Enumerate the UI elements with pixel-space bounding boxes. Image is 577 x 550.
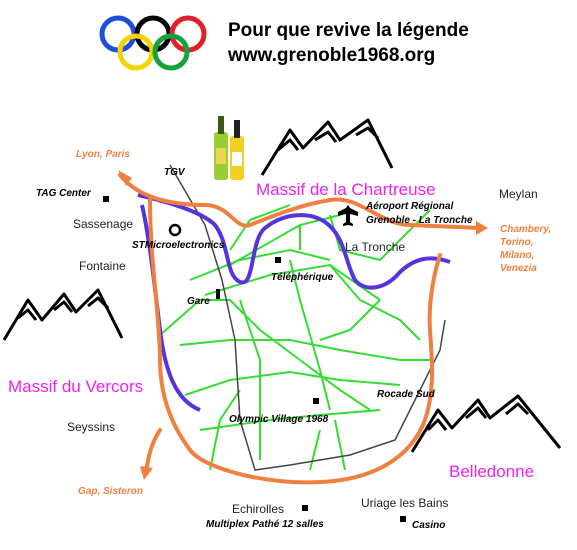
highway-arrows (118, 170, 488, 480)
route-torino: Torino, (500, 237, 534, 248)
route-venezia: Venezia (500, 263, 537, 274)
route-milano: Milano, (500, 250, 535, 261)
poi-casino: Casino (412, 520, 446, 531)
place-uriage: Uriage les Bains (361, 496, 449, 510)
poi-olympic-village: Olympic Village 1968 (229, 414, 329, 425)
place-meylan: Meylan (499, 187, 538, 201)
place-sassenage: Sassenage (73, 217, 134, 231)
liqueur-bottles-icon (214, 116, 244, 180)
mountain-icon-vercors (2, 288, 124, 341)
rail-line (169, 164, 446, 471)
route-gap-sisteron: Gap, Sisteron (78, 486, 144, 497)
arrow-gap-icon (140, 466, 153, 480)
poi-aeroport-line1: Aéroport Régional (366, 201, 454, 212)
header-website: www.grenoble1968.org (228, 45, 436, 66)
poi-rocade-sud: Rocade Sud (377, 389, 435, 400)
header-title: Pour que revive la légende (228, 20, 469, 41)
mountain-icon-belledonne (410, 394, 562, 453)
arrow-lyon-icon (118, 170, 132, 186)
place-la-tronche: La Tronche (345, 240, 406, 254)
place-echirolles: Echirolles (232, 502, 285, 516)
station-circle-icon (168, 223, 182, 237)
massif-chartreuse-label: Massif de la Chartreuse (256, 180, 436, 199)
mountain-icon-chartreuse (260, 118, 394, 176)
place-fontaine: Fontaine (79, 259, 126, 273)
poi-aeroport-line2: Grenoble - La Tronche (366, 215, 473, 226)
poi-gare: Gare (187, 296, 210, 307)
olympic-village-square-icon (313, 398, 319, 404)
poi-tag-center: TAG Center (36, 188, 91, 199)
poi-multiplex: Multiplex Pathé 12 salles (206, 519, 324, 530)
casino-square-icon (400, 516, 406, 522)
arrow-chambery-icon (476, 221, 488, 235)
place-seyssins: Seyssins (67, 420, 116, 434)
poi-tgv: TGV (164, 167, 185, 178)
gare-marker-icon (216, 289, 220, 299)
route-chambery: Chambery, (500, 224, 552, 235)
poi-teleferique: Téléphérique (271, 272, 334, 283)
airplane-icon (338, 205, 358, 226)
multiplex-square-icon (302, 505, 308, 511)
river-isere (137, 193, 451, 290)
olympic-rings-icon (99, 15, 207, 71)
route-lyon-paris: Lyon, Paris (76, 149, 130, 160)
tag-center-square-icon (103, 196, 109, 202)
teleferique-square-icon (275, 257, 281, 263)
massif-vercors-label: Massif du Vercors (8, 377, 144, 396)
massif-belledonne-label: Belledonne (449, 462, 535, 481)
poi-st: STMicroelectronics (132, 240, 225, 251)
